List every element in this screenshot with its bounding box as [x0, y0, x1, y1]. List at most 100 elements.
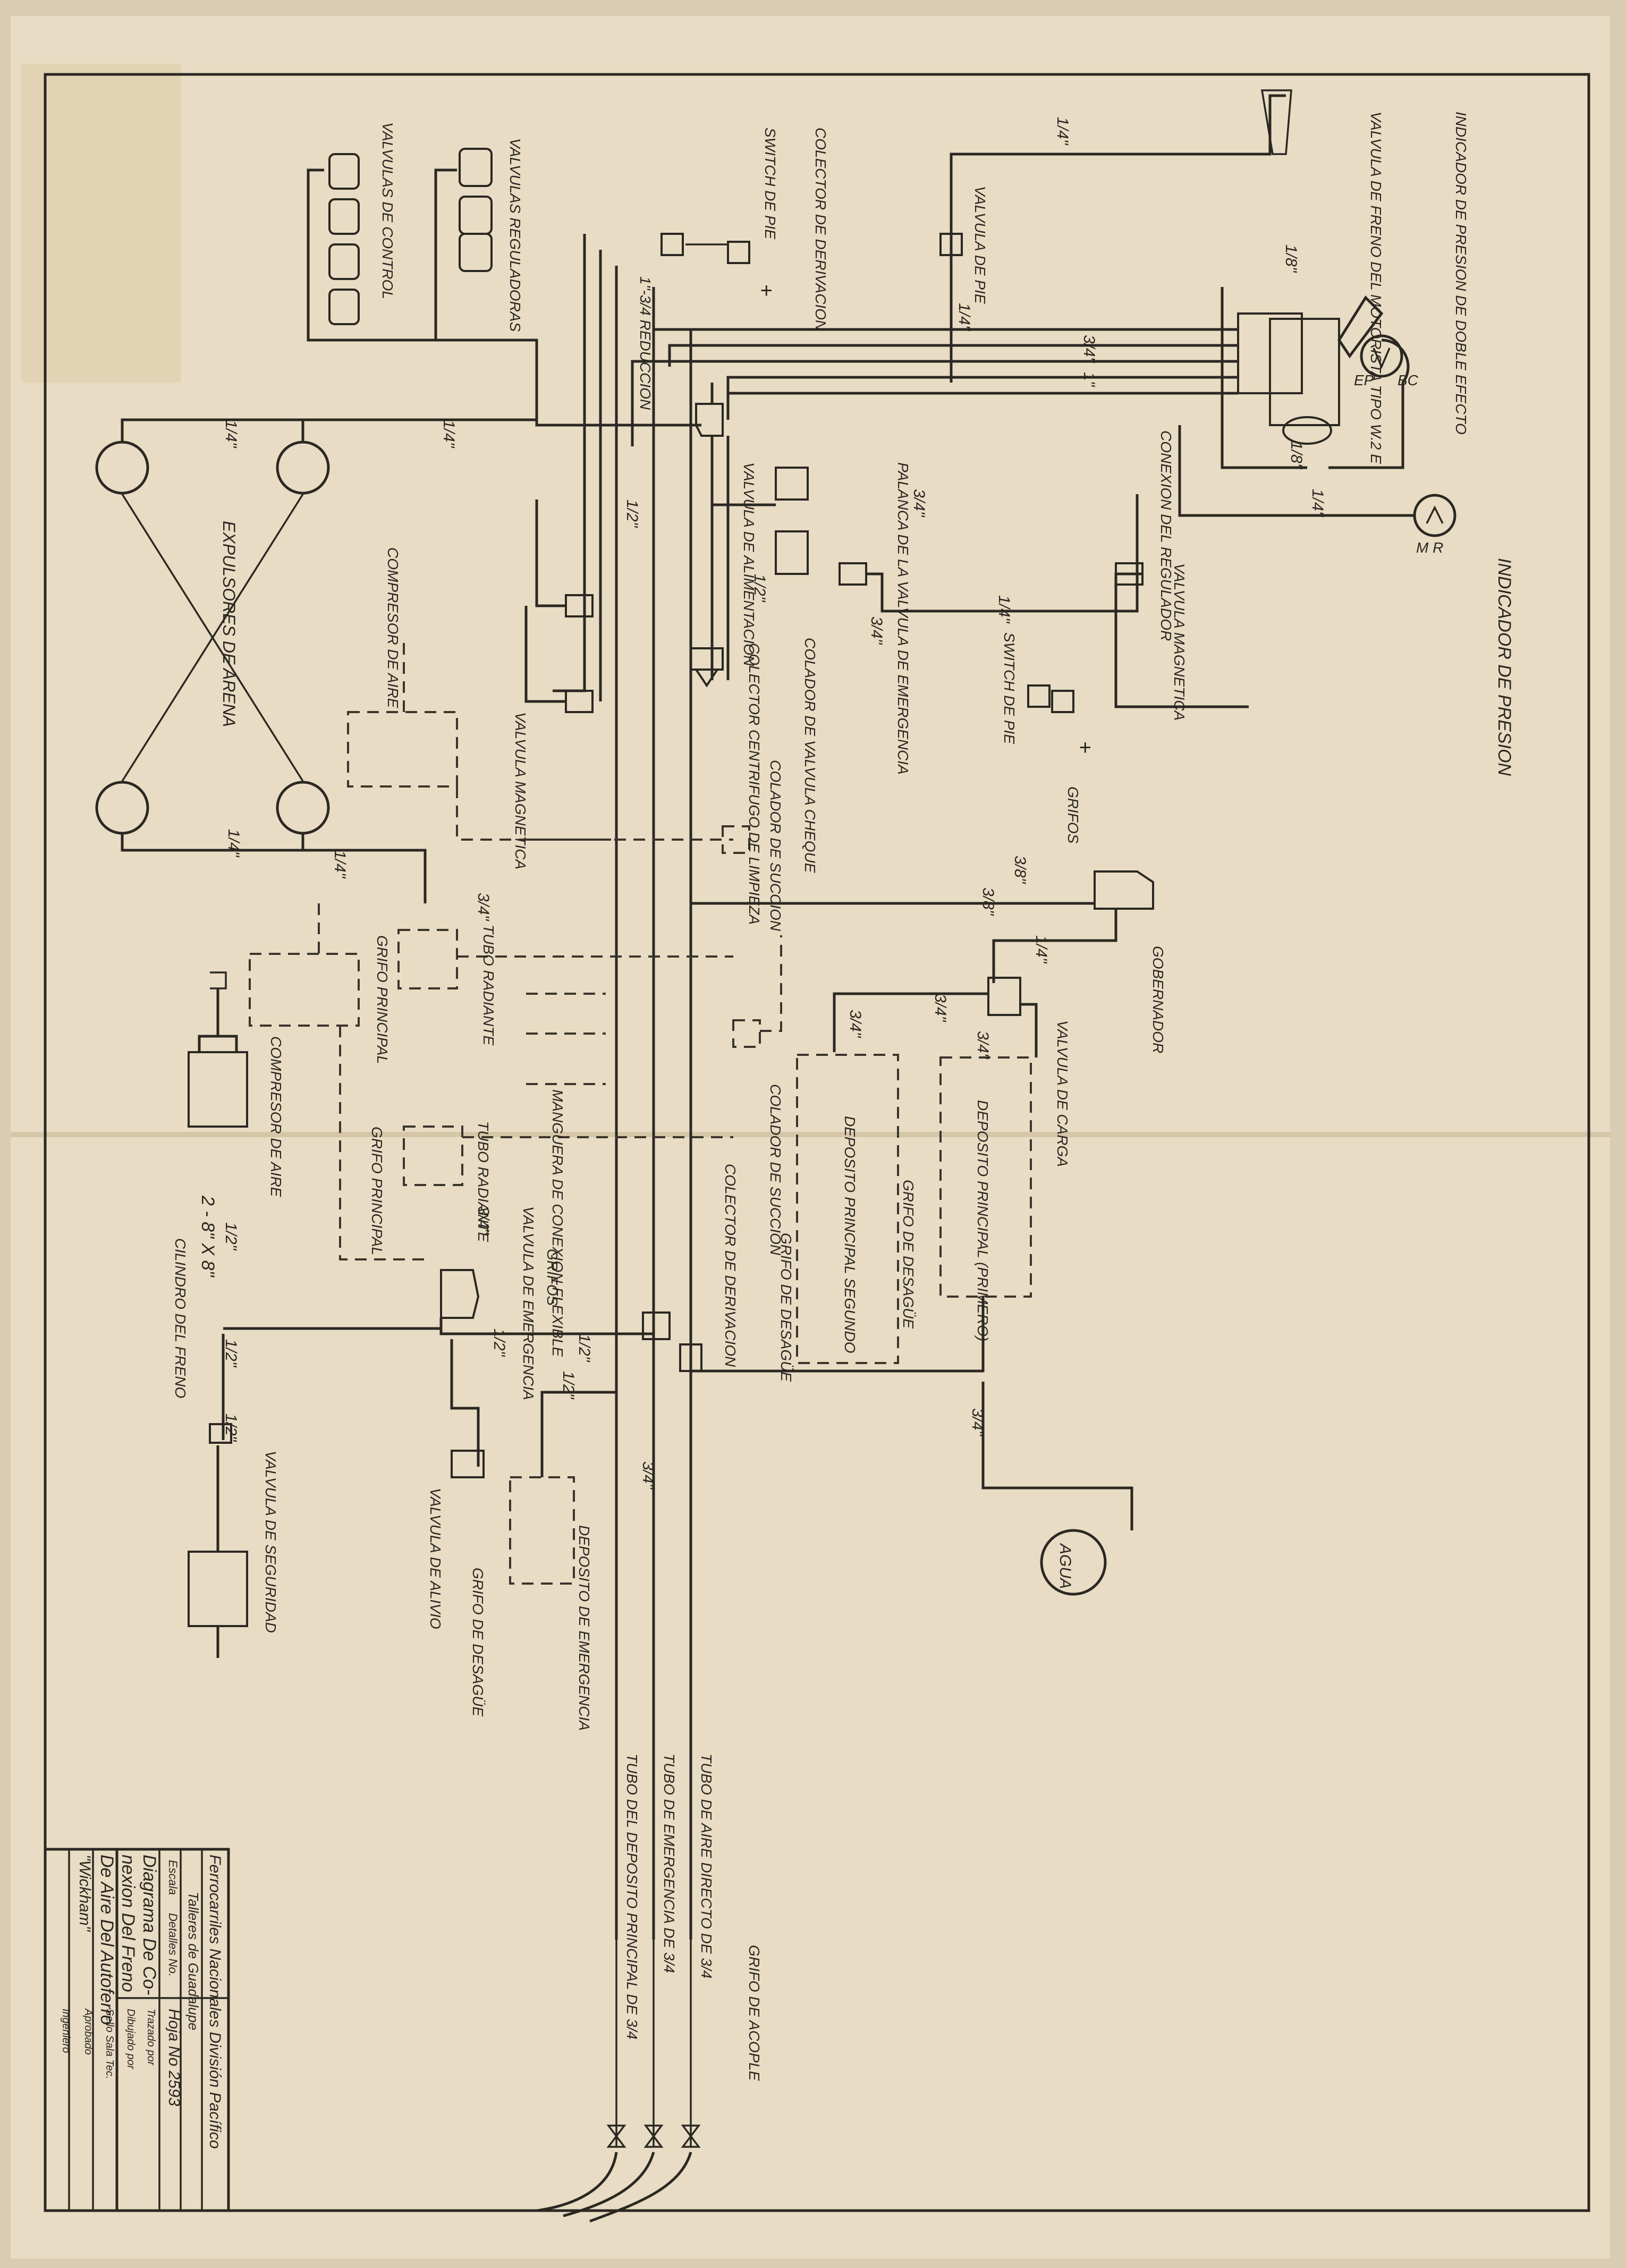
- relief-valve: [451, 1450, 485, 1478]
- label-tubo-radiante-top: TUBO RADIANTE: [480, 925, 497, 1045]
- reservoir-connections: [691, 1297, 1133, 1530]
- paper-fold-line: [11, 1132, 1610, 1137]
- sand-ejectors: [95, 418, 537, 903]
- label-colector-centrifugo: COLECTOR CENTRIFUGO DE LIMPIEZA: [746, 643, 763, 925]
- size-18: 3/8": [1011, 856, 1029, 884]
- size-3: 1/8": [1288, 441, 1305, 470]
- label-valvula-carga: VALVULA DE CARGA: [1054, 1020, 1071, 1167]
- label-colector-mid: COLECTOR DE DERIVACION: [722, 1164, 739, 1367]
- label-switch-right: SWITCH DE PIE: [1001, 632, 1018, 744]
- bc-label: BC: [1398, 372, 1419, 388]
- label-gobernador: GOBERNADOR: [1150, 946, 1166, 1053]
- tb-title-1: Diagrama De Co-: [139, 1855, 159, 1995]
- size-22: 3/4": [974, 1031, 992, 1060]
- feed-valve: [712, 467, 809, 575]
- label-manguera: MANGUERA DE CONEXION FLEXIBLE: [549, 1089, 566, 1357]
- label-colador-cheque: COLADOR DE VALVULA CHEQUE: [802, 638, 818, 873]
- size-5: 1/4": [955, 303, 973, 332]
- tb-aprobado: Aprobado: [82, 2008, 94, 2055]
- label-grifo-desague-1: GRIFO DE DESAGÜE: [900, 1180, 917, 1328]
- radiant-tube-mid: [403, 1125, 733, 1186]
- label-compresor-mid: COMPRESOR DE AIRE: [268, 1036, 284, 1197]
- plus-sign-top: +: [760, 279, 772, 302]
- tb-title-4: "Wickham": [76, 1855, 94, 1932]
- radiant-tube-top: [397, 929, 733, 989]
- label-cilindro: CILINDRO DEL FRENO: [172, 1238, 189, 1398]
- label-switch-top: SWITCH DE PIE: [762, 128, 778, 239]
- foot-valve: [939, 233, 963, 383]
- regulating-valves: [434, 148, 701, 427]
- magnetic-valves-left: [524, 500, 594, 713]
- label-tubo-emergencia: TUBO DE EMERGENCIA DE 3/4: [661, 1754, 678, 1973]
- brake-cylinder-bottom: [188, 1445, 248, 1658]
- air-compressor-mid: [249, 903, 430, 1260]
- driver-brake-valve: [1221, 287, 1410, 469]
- label-grifo-acople: GRIFO DE ACOPLE: [746, 1945, 763, 2081]
- tb-title-3: De Aire Del Autoferro: [97, 1855, 117, 2025]
- charging-valve: [833, 977, 1038, 1057]
- label-alivio: VALVULA DE ALIVIO: [427, 1488, 444, 1629]
- label-reduccion: 1"-3/4 REDUCCION: [637, 276, 654, 410]
- tb-hoja: Hoja No 2593: [165, 2009, 183, 2106]
- label-alimentacion: VALVULA DE ALIMENTACION: [741, 462, 757, 666]
- label-conexion-regulador: CONEXION DEL REGULADOR: [1158, 430, 1174, 641]
- label-valvula-pie: VALVULA DE PIE: [972, 186, 988, 304]
- component-labels: INDICADOR DE PRESION DE DOBLE EFECTO VAL…: [172, 112, 1514, 2081]
- label-valvula-emergencia: VALVULA DE EMERGENCIA: [520, 1206, 537, 1400]
- size-10: 1/2": [623, 500, 641, 528]
- size-8: 1/4": [440, 420, 458, 448]
- ep-label: EP: [1354, 372, 1374, 388]
- label-magnetica-left: VALVULA MAGNETICA: [512, 712, 529, 869]
- magnetic-valve-right: [1114, 562, 1249, 708]
- tb-dibujado: Dibujado por: [125, 2009, 137, 2070]
- size-32: 3/4": [639, 1461, 657, 1490]
- agua-label: AGUA: [1056, 1543, 1074, 1589]
- drawing-border: [44, 73, 1590, 2212]
- tb-sello: Sello Sala Tec.: [104, 2009, 115, 2079]
- paper-stain: [21, 64, 181, 383]
- size-21: 3/4": [846, 1010, 864, 1038]
- brake-cylinder-pipe: [222, 1327, 480, 1467]
- size-9: 1/4": [222, 420, 240, 448]
- main-reservoir-second: [796, 1054, 899, 1364]
- size-28: 1/2": [490, 1328, 508, 1357]
- size-19: 1/4": [1032, 935, 1050, 964]
- label-indicador-doble: INDICADOR DE PRESION DE DOBLE EFECTO: [1453, 112, 1469, 435]
- size-11: 3/4": [910, 489, 928, 518]
- centrifugal-collector: [690, 647, 724, 688]
- label-compresor-top: COMPRESOR DE AIRE: [385, 547, 401, 708]
- label-colador-succion-mid: COLADOR DE SUCCION: [767, 1084, 784, 1256]
- plus-sign-right: +: [1079, 736, 1091, 759]
- size-25: 1/2": [222, 1222, 240, 1251]
- size-23: 3/4": [475, 893, 492, 921]
- size-17: 3/8": [979, 887, 997, 916]
- label-deposito-segundo: DEPOSITO PRINCIPAL SEGUNDO: [842, 1116, 858, 1353]
- size-4: 1/4": [1309, 489, 1326, 518]
- pipe-size-callouts: 1/4" 1/8" 1/8" 1/4" 1/4" 3/4" 1" 1/4" 1/…: [222, 117, 1326, 1490]
- water-drain: AGUA: [1040, 1529, 1107, 1596]
- tb-escala: Escala: [166, 1860, 180, 1895]
- label-cilindro-size: 2 - 8" X 8": [198, 1195, 218, 1278]
- label-seguridad: VALVULA DE SEGURIDAD: [262, 1451, 279, 1633]
- label-magnetica-right: VALVULA MAGNETICA: [1171, 563, 1188, 721]
- main-reservoir-first: [939, 1056, 1032, 1298]
- label-colador-succion-top: COLADOR DE SUCCION: [767, 760, 784, 932]
- size-15: 1/4": [225, 829, 242, 858]
- label-deposito-primero: DEPOSITO PRINCIPAL (PRIMERO): [975, 1100, 991, 1341]
- coupling-cocks: [536, 1940, 701, 2223]
- safety-valve: [209, 1423, 232, 1444]
- label-grifos-mid: GRIFOS: [544, 1249, 561, 1306]
- governor: [691, 870, 1154, 983]
- control-valves: [307, 153, 436, 342]
- tb-trazado: Trazado por: [145, 2009, 157, 2066]
- label-grifo-principal-top: GRIFO PRINCIPAL: [374, 935, 391, 1064]
- size-14: 1/2": [751, 574, 768, 603]
- brake-cylinder-top: [188, 971, 248, 1128]
- label-valvula-freno: VALVULA DE FRENO DEL MOTORISTA TIPO W.2 …: [1368, 112, 1384, 464]
- foot-switch-top: +: [660, 233, 772, 302]
- label-grifo-principal-mid: GRIFO PRINCIPAL: [369, 1127, 385, 1255]
- main-trunk-pipes: [553, 234, 730, 1940]
- size-31: 3/4": [969, 1408, 986, 1437]
- label-grifo-desague-emerg: GRIFO DE DESAGÜE: [470, 1568, 486, 1716]
